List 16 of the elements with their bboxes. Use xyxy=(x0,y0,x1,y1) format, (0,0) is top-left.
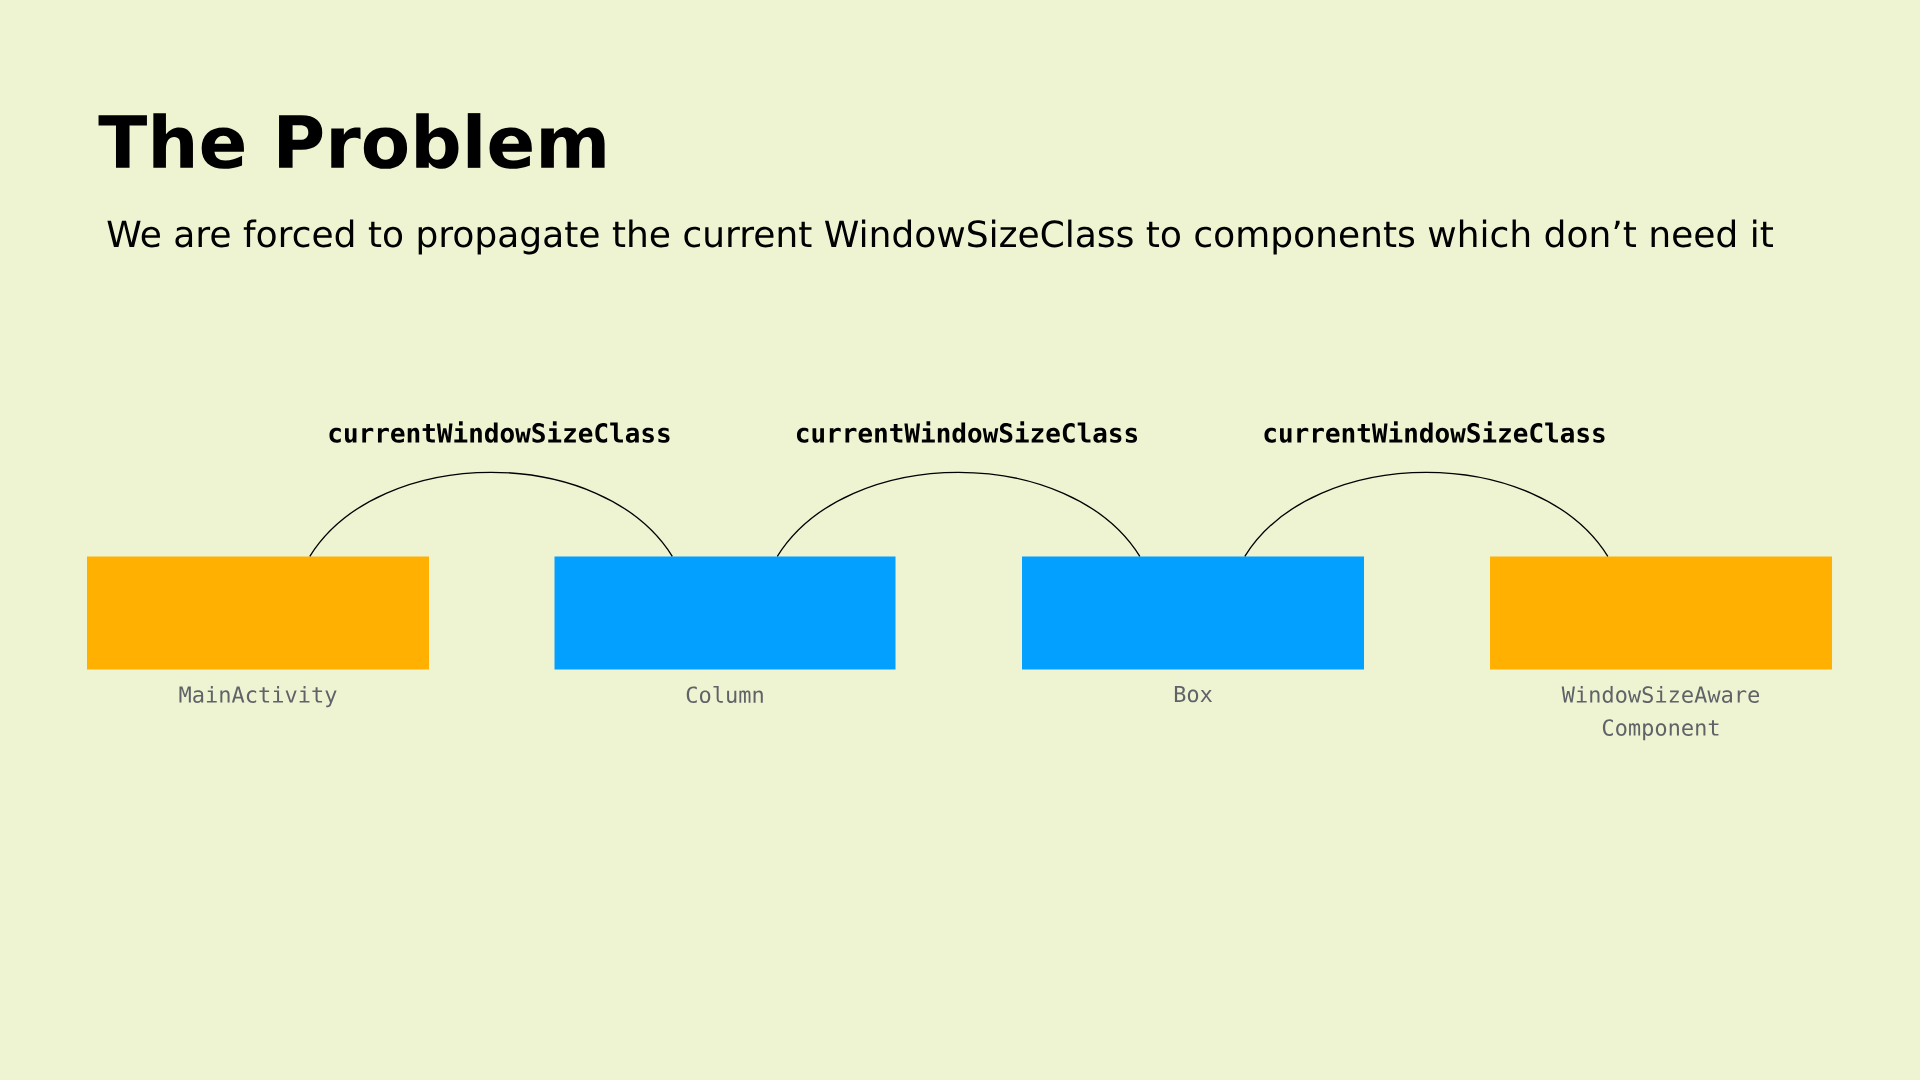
edge-label: currentWindowSizeClass xyxy=(1264,421,1605,443)
block xyxy=(554,556,896,670)
block-caption: MainActivity xyxy=(179,685,337,708)
block xyxy=(87,556,429,670)
arc-line xyxy=(1244,471,1609,557)
arc-line xyxy=(776,471,1141,557)
block xyxy=(1022,556,1364,670)
edge-label: currentWindowSizeClass xyxy=(329,421,670,443)
block-caption: WindowSizeAware Component xyxy=(1561,685,1760,741)
arc-line xyxy=(309,471,673,557)
edge-label: currentWindowSizeClass xyxy=(796,421,1138,443)
block-caption: Box xyxy=(1174,685,1213,703)
block-caption: Column xyxy=(686,685,763,704)
title: The Problem xyxy=(98,113,605,169)
block xyxy=(1490,556,1832,670)
subtitle: We are forced to propagate the current WindowSizeClass to components which don’t need it xyxy=(107,219,1773,255)
